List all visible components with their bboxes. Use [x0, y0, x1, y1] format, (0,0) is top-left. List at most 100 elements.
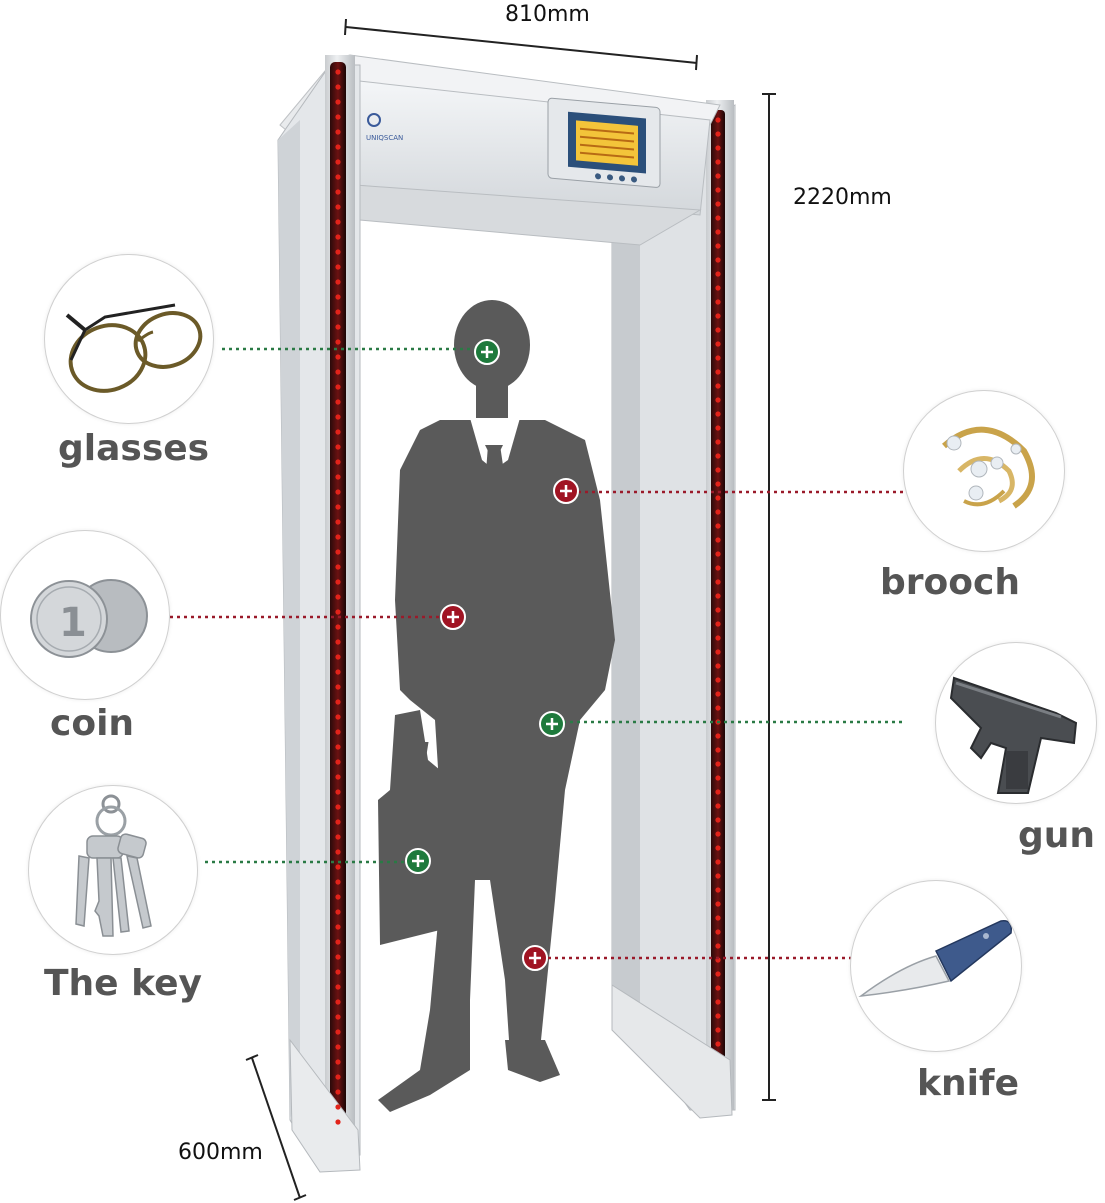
- label-knife: knife: [917, 1063, 1019, 1104]
- led-dot-right: [715, 999, 721, 1005]
- led-dot-left: [335, 399, 341, 405]
- led-dot-left: [335, 624, 341, 630]
- plus-marker-icon: [553, 478, 579, 504]
- led-dot-left: [335, 654, 341, 660]
- svg-text:1: 1: [59, 600, 87, 646]
- led-dot-right: [715, 621, 721, 627]
- knife-thumbnail: [850, 880, 1022, 1052]
- led-dot-left: [335, 219, 341, 225]
- plus-marker-icon: [440, 604, 466, 630]
- led-dot-left: [335, 744, 341, 750]
- led-dot-left: [335, 264, 341, 270]
- dimension-depth-line: [245, 1054, 307, 1201]
- led-dot-left: [335, 69, 341, 75]
- led-dot-left: [335, 129, 341, 135]
- led-dot-left: [335, 789, 341, 795]
- led-dot-left: [335, 669, 341, 675]
- led-dot-right: [715, 285, 721, 291]
- led-dot-right: [715, 663, 721, 669]
- led-dot-left: [335, 609, 341, 615]
- led-dot-left: [335, 234, 341, 240]
- led-dot-left: [335, 369, 341, 375]
- led-dot-left: [335, 909, 341, 915]
- led-dot-right: [715, 887, 721, 893]
- led-dot-left: [335, 954, 341, 960]
- led-dot-right: [715, 1027, 721, 1033]
- led-dot-right: [715, 747, 721, 753]
- led-dot-right: [715, 971, 721, 977]
- led-dot-left: [335, 1089, 341, 1095]
- led-dot-left: [335, 339, 341, 345]
- led-dot-right: [715, 551, 721, 557]
- led-dot-right: [715, 943, 721, 949]
- led-dot-right: [715, 607, 721, 613]
- gate-right-pillar: [611, 100, 736, 1119]
- led-dot-left: [335, 699, 341, 705]
- led-dot-right: [715, 299, 721, 305]
- label-key: The key: [44, 963, 202, 1004]
- led-dot-right: [715, 649, 721, 655]
- led-dot-right: [715, 537, 721, 543]
- led-dot-right: [715, 495, 721, 501]
- key-icon: [75, 794, 152, 937]
- led-dot-left: [335, 969, 341, 975]
- led-dot-left: [335, 1074, 341, 1080]
- led-dot-left: [335, 594, 341, 600]
- led-dot-right: [715, 1041, 721, 1047]
- led-dot-left: [335, 534, 341, 540]
- led-dot-left: [335, 1029, 341, 1035]
- plus-marker-icon: [405, 848, 431, 874]
- person-silhouette: [378, 300, 615, 1112]
- led-dot-right: [715, 593, 721, 599]
- led-dot-left: [335, 714, 341, 720]
- led-dot-right: [715, 201, 721, 207]
- brooch-thumbnail: [903, 390, 1065, 552]
- led-dot-left: [335, 999, 341, 1005]
- led-dot-right: [715, 313, 721, 319]
- led-dot-left: [335, 444, 341, 450]
- led-dot-left: [335, 1104, 341, 1110]
- led-dot-right: [715, 439, 721, 445]
- led-dot-right: [715, 733, 721, 739]
- gate-top-beam: UNIQSCAN: [279, 54, 721, 246]
- led-dot-left: [335, 984, 341, 990]
- led-dot-right: [715, 173, 721, 179]
- led-dot-left: [335, 639, 341, 645]
- led-dot-left: [335, 849, 341, 855]
- led-dot-right: [715, 803, 721, 809]
- led-dot-right: [715, 831, 721, 837]
- led-dot-right: [715, 215, 721, 221]
- led-dot-left: [335, 174, 341, 180]
- led-dot-right: [715, 873, 721, 879]
- gun-icon: [949, 676, 1078, 794]
- led-dot-left: [335, 114, 341, 120]
- led-dot-right: [715, 467, 721, 473]
- led-dot-left: [335, 354, 341, 360]
- coin-thumbnail: 1: [0, 530, 170, 700]
- led-dot-left: [335, 474, 341, 480]
- led-dot-left: [335, 384, 341, 390]
- led-dot-left: [335, 249, 341, 255]
- led-dot-right: [715, 481, 721, 487]
- led-dot-left: [335, 564, 341, 570]
- led-dot-right: [715, 341, 721, 347]
- label-glasses: glasses: [58, 428, 210, 469]
- led-dot-right: [715, 635, 721, 641]
- led-dot-right: [715, 789, 721, 795]
- led-dot-right: [715, 397, 721, 403]
- led-dot-left: [335, 864, 341, 870]
- led-dot-right: [715, 117, 721, 123]
- led-dot-right: [715, 985, 721, 991]
- led-dot-right: [715, 257, 721, 263]
- led-dot-left: [335, 1119, 341, 1125]
- led-dot-right: [715, 145, 721, 151]
- led-dot-left: [335, 489, 341, 495]
- dimension-height-label: 2220mm: [793, 185, 892, 210]
- led-dot-right: [715, 229, 721, 235]
- led-dot-right: [715, 411, 721, 417]
- led-dot-left: [335, 309, 341, 315]
- plus-marker-icon: [522, 945, 548, 971]
- brooch-icon: [942, 426, 1035, 509]
- led-dot-left: [335, 99, 341, 105]
